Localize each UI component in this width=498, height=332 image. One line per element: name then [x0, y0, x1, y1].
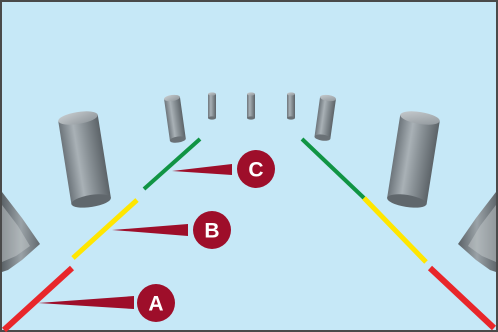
guide-line-far-right	[300, 137, 366, 200]
parking-guide-lines	[1, 137, 497, 332]
callout-middle-zone: B	[112, 211, 231, 249]
cylinder-post-icon	[314, 94, 336, 141]
side-mirror-icon	[458, 192, 496, 272]
callout-badge	[237, 150, 275, 188]
cylinder-post-icon	[287, 92, 295, 120]
callout-badge	[193, 211, 231, 249]
cylinder-post-icon	[58, 111, 111, 208]
callout-label-c: C	[248, 159, 263, 182]
guide-line-near-left	[1, 265, 75, 332]
callout-badge	[137, 284, 175, 322]
callout-near-zone: A	[38, 284, 175, 322]
cylinder-post-icon	[208, 92, 216, 120]
cylinder-post-icon	[164, 94, 186, 143]
guide-line-far-left	[142, 137, 202, 191]
cylinder-post-icon	[387, 111, 440, 208]
guide-line-middle-left	[71, 198, 139, 260]
side-mirror-icon	[2, 192, 40, 272]
callout-label-b: B	[204, 220, 219, 243]
callout-far-zone: C	[172, 150, 275, 188]
guide-line-near-right	[427, 265, 497, 331]
guide-line-middle-right	[362, 196, 428, 264]
callout-label-a: A	[148, 293, 163, 316]
cylinder-post-icon	[247, 92, 255, 120]
